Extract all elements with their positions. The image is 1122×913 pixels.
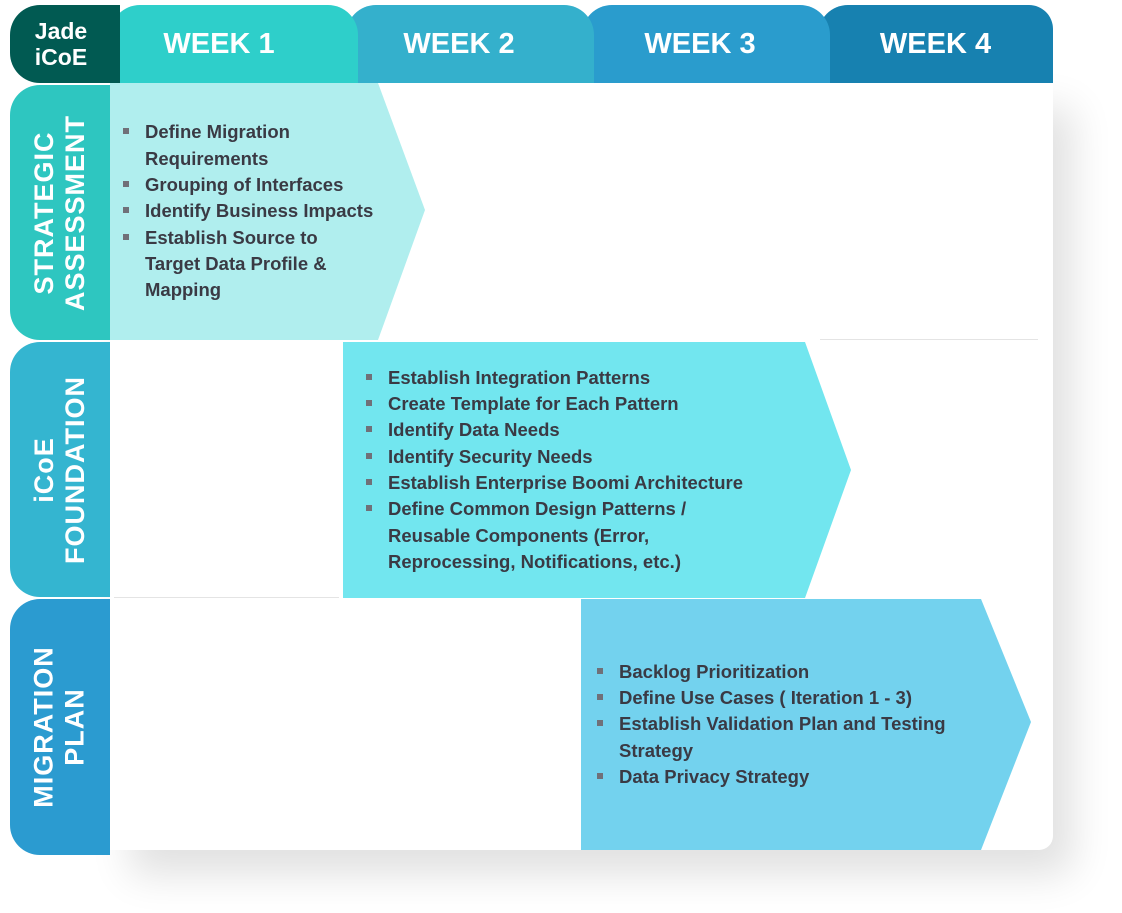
task-item: Establish Validation Plan and Testing St… (594, 711, 979, 764)
week-label: WEEK 4 (879, 27, 992, 60)
row-divider (114, 597, 339, 598)
task-item: Grouping of Interfaces (120, 172, 410, 198)
corner-line2: iCoE (34, 44, 88, 70)
week-2-header: WEEK 2 (346, 5, 594, 83)
migration-plan-arrow: Backlog Prioritization Define Use Cases … (581, 599, 1031, 850)
week-label: WEEK 2 (403, 27, 515, 60)
row-label-line: ASSESSMENT (60, 114, 91, 311)
icoe-foundation-arrow: Establish Integration Patterns Create Te… (343, 342, 851, 598)
week-4-header: WEEK 4 (818, 5, 1053, 83)
row-divider (820, 339, 1038, 340)
task-list: Define Migration Requirements Grouping o… (120, 119, 410, 303)
row-label-line: PLAN (60, 688, 91, 766)
row-label-line: MIGRATION (29, 646, 60, 808)
row-label-line: iCoE (29, 436, 60, 503)
corner-line1: Jade (34, 18, 88, 44)
strategic-assessment-arrow: Define Migration Requirements Grouping o… (110, 83, 425, 340)
task-item: Backlog Prioritization (594, 659, 984, 685)
task-item: Define Common Design Patterns / Reusable… (363, 496, 728, 575)
row-label-line: FOUNDATION (60, 375, 91, 564)
task-item: Establish Source to Target Data Profile … (120, 225, 365, 304)
task-list: Establish Integration Patterns Create Te… (363, 365, 783, 575)
task-item: Data Privacy Strategy (594, 764, 984, 790)
week-3-header: WEEK 3 (582, 5, 830, 83)
jade-icoe-corner: Jade iCoE (10, 5, 120, 83)
task-item: Establish Enterprise Boomi Architecture (363, 470, 783, 496)
task-item: Identify Business Impacts (120, 198, 410, 224)
task-item: Define Use Cases ( Iteration 1 - 3) (594, 685, 984, 711)
task-list: Backlog Prioritization Define Use Cases … (594, 659, 984, 790)
week-label: WEEK 1 (163, 27, 275, 60)
week-1-header: WEEK 1 (110, 5, 358, 83)
task-item: Identify Data Needs (363, 417, 783, 443)
task-item: Define Migration Requirements (120, 119, 315, 172)
task-item: Create Template for Each Pattern (363, 391, 783, 417)
task-item: Establish Integration Patterns (363, 365, 783, 391)
task-item: Identify Security Needs (363, 444, 783, 470)
row-label-line: STRATEGIC (29, 131, 60, 295)
week-label: WEEK 3 (644, 27, 756, 60)
